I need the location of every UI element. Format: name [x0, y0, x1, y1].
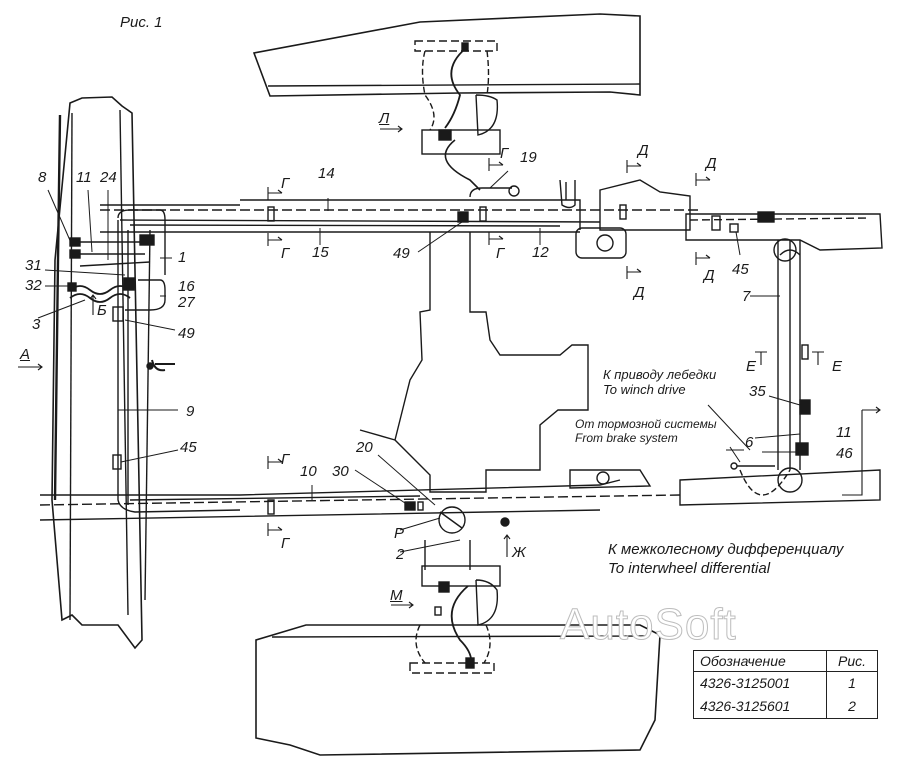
section-g-1: Г [281, 175, 290, 192]
section-d-4: Д [634, 284, 645, 301]
differential-note-en: To interwheel differential [608, 560, 771, 577]
part-label-11: 11 [76, 169, 92, 186]
winch-note-ru: К приводу лебедки [603, 367, 717, 382]
winch-note-en: To winch drive [603, 382, 686, 397]
view-label-l: Л [379, 110, 390, 127]
table-row: 4326-3125001 1 [693, 671, 878, 695]
row-designation: 4326-3125601 [693, 695, 827, 719]
view-label-a: А [20, 346, 31, 363]
row-figure: 2 [826, 695, 878, 719]
section-g-3: Г [500, 145, 509, 162]
section-g-5: Г [281, 451, 290, 468]
left-wheel [51, 96, 143, 650]
part-label-46: 46 [836, 445, 853, 462]
view-label-m: М [390, 587, 403, 604]
section-g-6: Г [281, 535, 290, 552]
brake-note-en: From brake system [575, 431, 678, 445]
part-label-6: 6 [745, 434, 754, 451]
bottom-wheel [255, 624, 661, 756]
row-figure: 1 [826, 671, 878, 695]
top-wheel [252, 13, 641, 97]
pipe-9 [117, 220, 241, 513]
part-label-20: 20 [356, 439, 373, 456]
row-designation: 4326-3125001 [693, 671, 827, 695]
part-label-8: 8 [38, 169, 47, 186]
part-label-45-left: 45 [180, 439, 197, 456]
frame-top-rail [100, 199, 581, 233]
part-label-30: 30 [332, 463, 349, 480]
table-header-row: Обозначение Рис. [693, 650, 878, 672]
designation-table: Обозначение Рис. 4326-3125001 1 4326-312… [693, 650, 878, 719]
part-label-10: 10 [300, 463, 317, 480]
header-designation: Обозначение [693, 650, 827, 672]
section-e-1: Е [746, 358, 757, 375]
part-label-32: 32 [25, 277, 42, 294]
header-figure: Рис. [826, 650, 878, 672]
part-label-16: 16 [178, 278, 195, 295]
part-label-12: 12 [532, 244, 549, 261]
part-label-31: 31 [25, 257, 42, 274]
part-label-49-left: 49 [178, 325, 195, 342]
part-label-49-center: 49 [393, 245, 410, 262]
part-label-15: 15 [312, 244, 329, 261]
part-label-9: 9 [186, 403, 195, 420]
bottom-hub-outline [409, 662, 495, 674]
part-label-2: 2 [396, 546, 405, 563]
section-d-1: Д [638, 142, 649, 159]
part-label-45-right: 45 [732, 261, 749, 278]
figure-title: Рис. 1 [120, 14, 163, 31]
part-label-14: 14 [318, 165, 335, 182]
watermark: AutoSoft [560, 600, 737, 650]
view-label-zh: Ж [512, 544, 526, 561]
part-label-24: 24 [100, 169, 117, 186]
brake-note: От тормозной системы From brake system [575, 417, 717, 445]
section-d-2: Д [706, 155, 717, 172]
top-hub-outline [414, 40, 498, 52]
part-label-11-right: 11 [836, 424, 852, 441]
section-d-3: Д [704, 267, 715, 284]
section-e-2: Е [832, 358, 843, 375]
brake-note-ru: От тормозной системы [575, 417, 717, 431]
part-label-3: 3 [32, 316, 41, 333]
view-label-b: Б [97, 302, 107, 319]
winch-note: К приводу лебедки To winch drive [603, 367, 716, 397]
section-g-2: Г [281, 245, 290, 262]
part-label-27: 27 [178, 294, 195, 311]
transfer-case [394, 232, 589, 493]
part-label-19: 19 [520, 149, 537, 166]
part-label-1: 1 [178, 249, 187, 266]
section-g-4: Г [496, 245, 505, 262]
part-label-35: 35 [749, 383, 766, 400]
view-label-r: Р [394, 525, 405, 542]
differential-note: К межколесному дифференциалу To interwhe… [608, 540, 843, 578]
table-row: 4326-3125601 2 [693, 695, 878, 719]
part-label-7: 7 [742, 288, 751, 305]
differential-note-ru: К межколесному дифференциалу [608, 541, 844, 558]
